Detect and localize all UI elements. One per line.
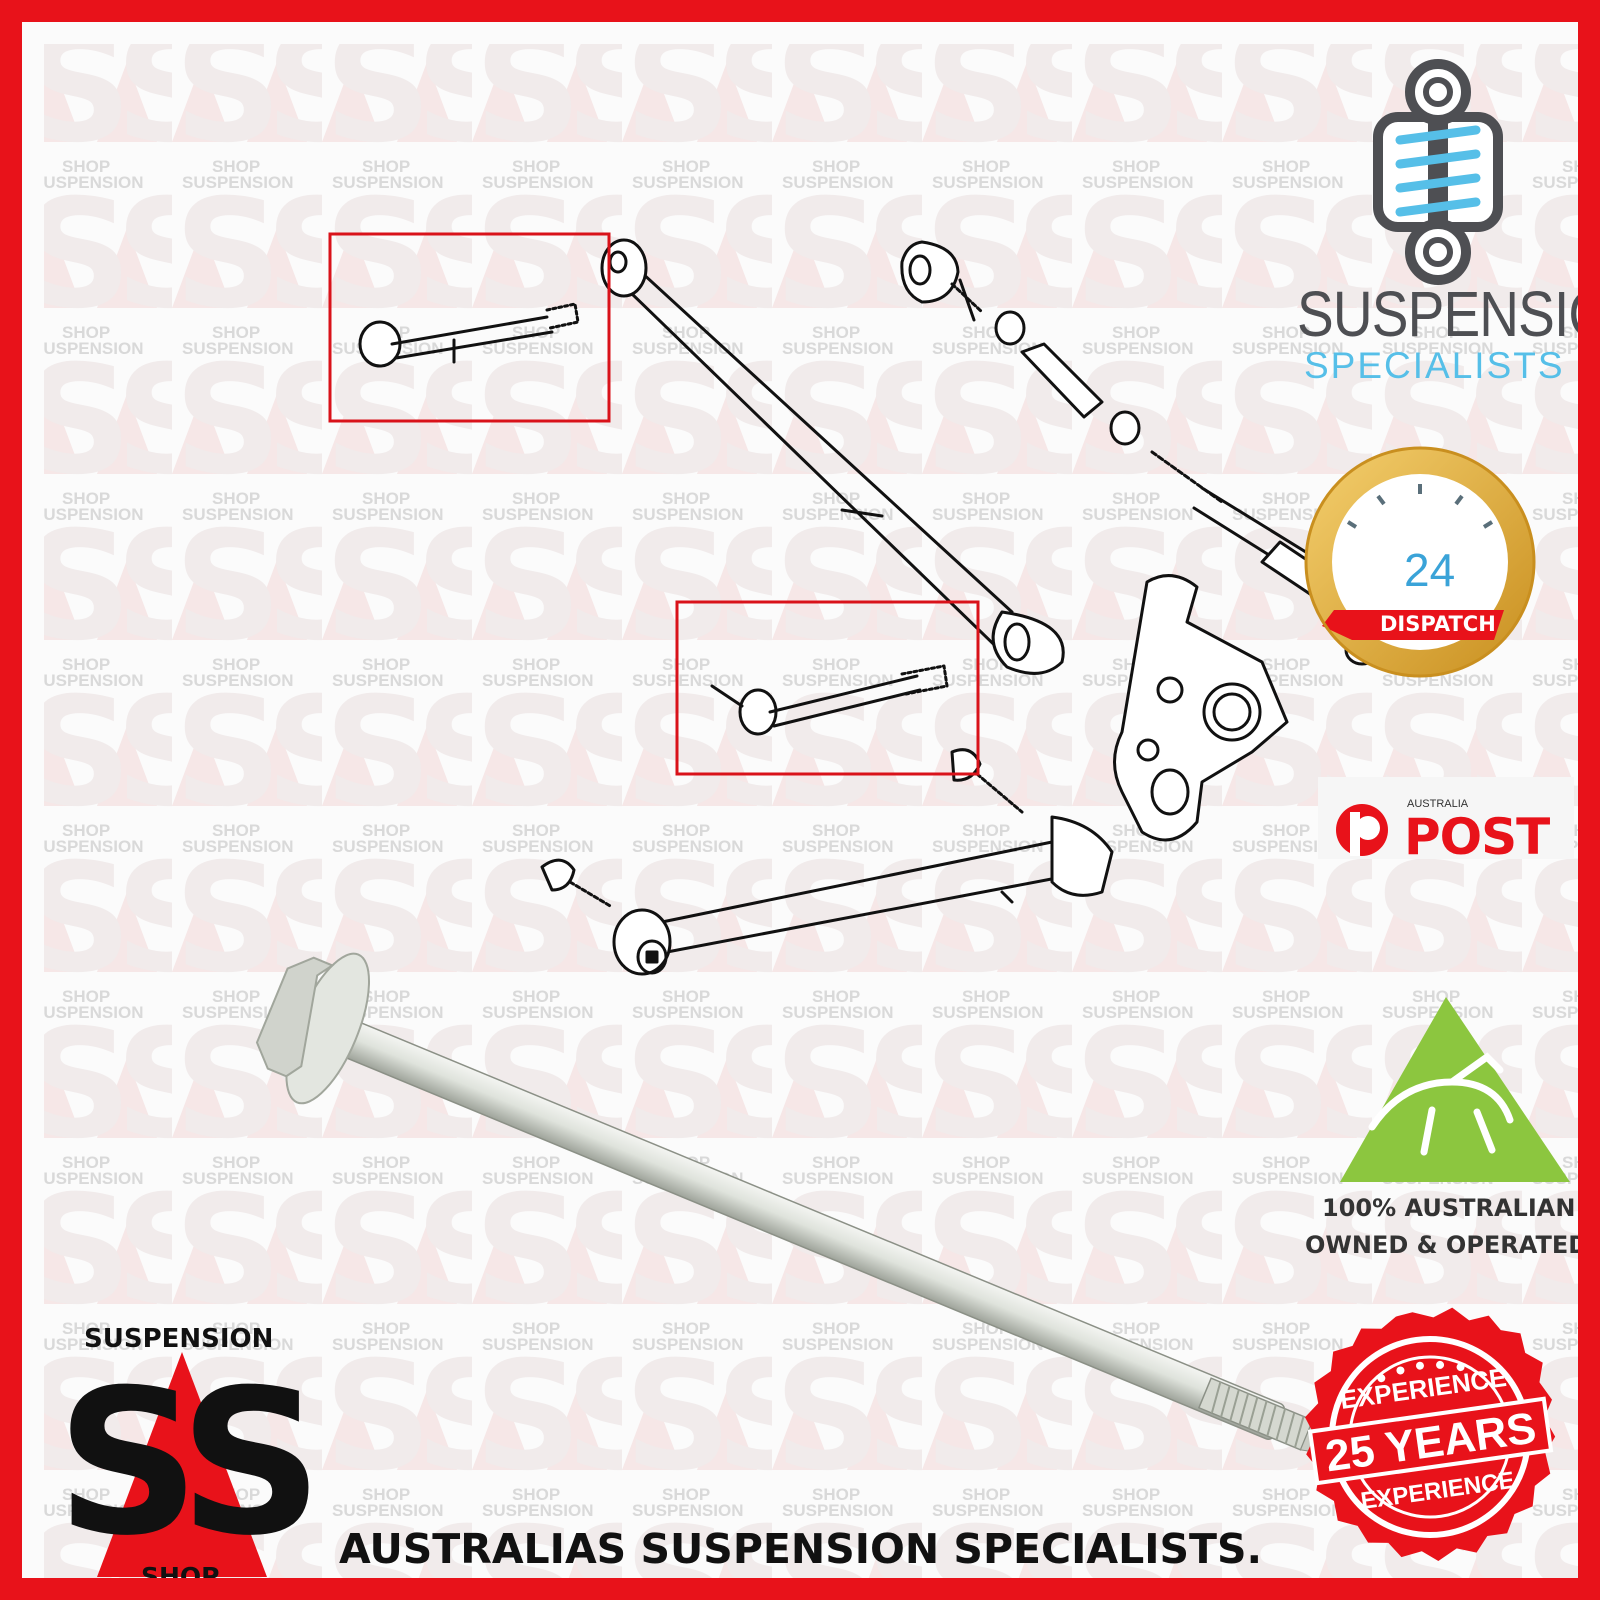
dispatch-badge (1304, 446, 1536, 678)
australia-map-icon (1340, 997, 1570, 1182)
highlighted-bolt-lower (710, 664, 949, 736)
star-icon (1377, 1360, 1465, 1383)
post-big-text: POST (1404, 808, 1550, 866)
highlight-box-lower-bolt (675, 600, 980, 776)
shop-logo-bottom-text: SHOP (141, 1562, 220, 1591)
shock-absorber-icon (1373, 59, 1503, 285)
clock-icon (1346, 484, 1494, 529)
brand-title: SUSPENSION (1297, 278, 1578, 350)
experience-stamp: EXPERIENCE 25 YEARS EXPERIENCE (1305, 1307, 1556, 1562)
dispatch-label: DISPATCH (1380, 612, 1496, 636)
suspension-shop-logo: SS (56, 1347, 323, 1580)
bolt-drawing-1 (540, 858, 614, 909)
owned-line-1: 100% AUSTRALIAN (1322, 1194, 1576, 1222)
shop-logo-top-text: SUSPENSION (84, 1324, 274, 1354)
dispatch-hours: 24 (1404, 544, 1456, 596)
suspension-diagram (358, 238, 1380, 976)
tagline: AUSTRALIAS SUSPENSION SPECIALISTS. (339, 1525, 1263, 1573)
highlighted-bolt-upper (358, 302, 580, 368)
brand-subtitle: SPECIALISTS (1304, 345, 1565, 386)
bolt-photo (255, 952, 1330, 1454)
kangaroo-icon (1368, 1052, 1514, 1156)
highlight-box-upper-bolt (328, 232, 611, 423)
upper-control-arm (600, 238, 1065, 675)
rear-knuckle (1113, 574, 1289, 842)
post-logo-icon (1318, 777, 1574, 859)
shop-logo-letters: SS (56, 1347, 311, 1580)
owned-line-2: OWNED & OPERATED (1305, 1231, 1589, 1259)
product-scene: SS SHOP SUSPENSION (44, 44, 1578, 1580)
lower-control-arm (612, 815, 1114, 976)
post-small-text: AUSTRALIA (1407, 798, 1469, 810)
